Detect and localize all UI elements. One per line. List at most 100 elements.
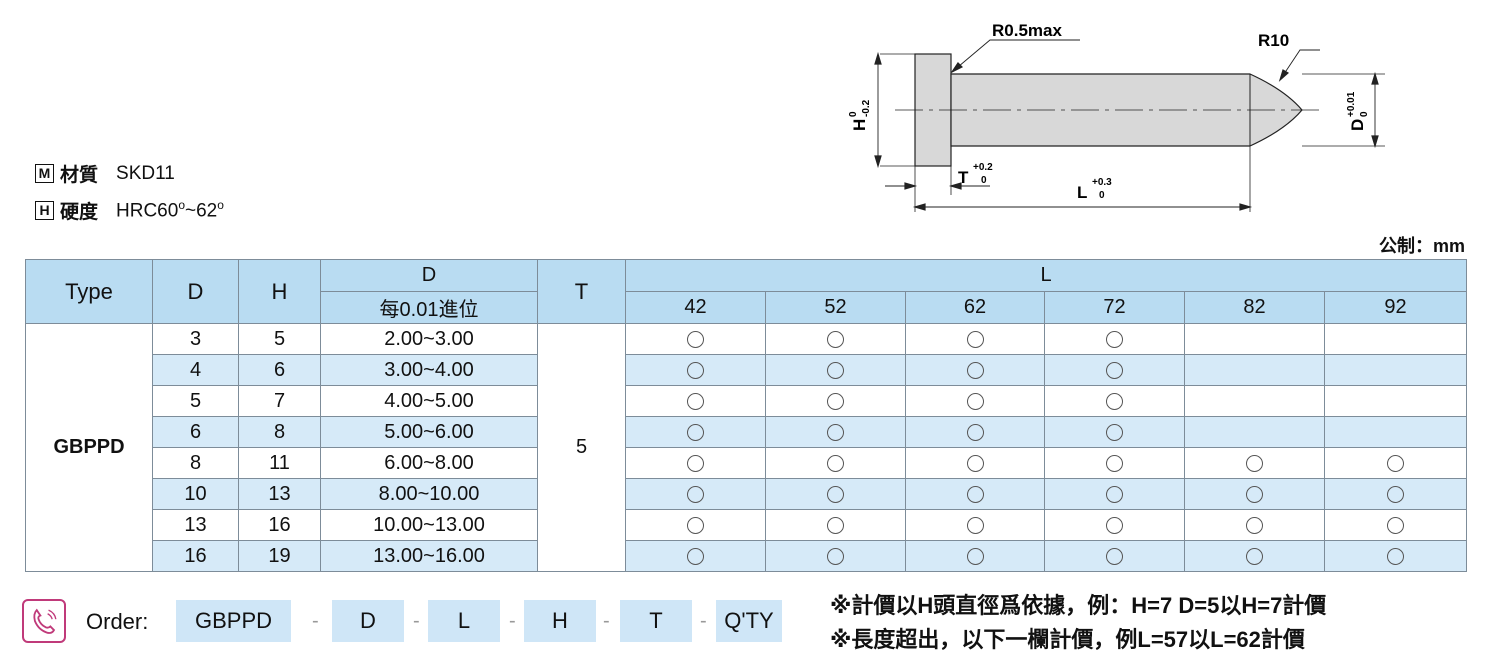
order-separator: - — [312, 610, 319, 632]
hardness-label: 硬度 — [60, 202, 99, 223]
d-range-cell: 2.00~3.00 — [320, 323, 538, 355]
availability-cell — [1184, 323, 1325, 355]
availability-cell — [1184, 416, 1325, 448]
d-range-cell: 5.00~6.00 — [320, 416, 538, 448]
spec-table: Type D H D T L 每0.01進位 42 52 62 72 82 92… — [25, 259, 1468, 572]
d-cell: 3 — [152, 323, 239, 355]
availability-cell — [1323, 385, 1468, 417]
availability-cell — [1184, 354, 1325, 386]
order-separator: - — [509, 610, 516, 632]
availability-cell — [905, 323, 1045, 355]
availability-cell — [625, 323, 766, 355]
header-t: T — [537, 259, 626, 324]
material-badge: M — [35, 164, 54, 183]
availability-cell — [1184, 478, 1325, 510]
availability-cell — [1323, 416, 1468, 448]
available-circle-icon — [1106, 516, 1123, 534]
available-circle-icon — [1106, 392, 1123, 410]
availability-cell — [1044, 323, 1185, 355]
available-circle-icon — [1387, 547, 1405, 565]
availability-cell — [625, 447, 766, 479]
available-circle-icon — [687, 423, 704, 441]
svg-text:H: H — [850, 119, 869, 131]
header-l-value: 52 — [765, 291, 906, 324]
available-circle-icon — [966, 516, 984, 534]
availability-cell — [765, 354, 906, 386]
t-dimension-label: T +0.2 0 — [958, 162, 993, 187]
header-l-value: 62 — [905, 291, 1045, 324]
h-cell: 8 — [238, 416, 321, 448]
d-cell: 10 — [152, 478, 239, 510]
availability-cell — [905, 385, 1045, 417]
availability-cell — [1044, 416, 1185, 448]
availability-cell — [905, 478, 1045, 510]
availability-cell — [1184, 385, 1325, 417]
order-field-type: GBPPD — [176, 600, 291, 642]
header-d-range-sub: 每0.01進位 — [320, 291, 538, 324]
h-cell: 6 — [238, 354, 321, 386]
h-cell: 13 — [238, 478, 321, 510]
availability-cell — [905, 509, 1045, 541]
availability-cell — [1044, 478, 1185, 510]
h-cell: 7 — [238, 385, 321, 417]
availability-cell — [625, 416, 766, 448]
pricing-note: ※計價以H頭直徑爲依據，例：H=7 D=5以H=7計價 — [830, 593, 1327, 618]
availability-cell — [765, 540, 906, 572]
type-cell: GBPPD — [25, 323, 153, 572]
availability-cell — [1044, 385, 1185, 417]
svg-text:0: 0 — [981, 175, 987, 186]
order-label: Order: — [86, 609, 149, 634]
available-circle-icon — [1387, 485, 1405, 503]
available-circle-icon — [966, 330, 984, 348]
order-field-l: L — [428, 600, 500, 642]
svg-text:-0.2: -0.2 — [861, 99, 872, 117]
tip-radius-label: R10 — [1258, 31, 1289, 50]
svg-text:+0.2: +0.2 — [973, 162, 993, 173]
svg-text:T: T — [958, 168, 969, 187]
available-circle-icon — [827, 485, 844, 503]
available-circle-icon — [687, 516, 704, 534]
available-circle-icon — [1106, 547, 1123, 565]
phone-icon — [22, 599, 66, 643]
available-circle-icon — [687, 454, 704, 472]
svg-text:0: 0 — [1099, 190, 1105, 201]
available-circle-icon — [966, 392, 984, 410]
h-cell: 19 — [238, 540, 321, 572]
d-cell: 8 — [152, 447, 239, 479]
d-range-cell: 13.00~16.00 — [320, 540, 538, 572]
availability-cell — [625, 354, 766, 386]
availability-cell — [1044, 509, 1185, 541]
order-field-t: T — [620, 600, 692, 642]
header-l-value: 92 — [1323, 291, 1468, 324]
availability-cell — [1044, 354, 1185, 386]
part-drawing: R0.5max R10 H 0 -0.2 D +0.01 0 T +0.2 0 … — [848, 21, 1385, 212]
t-cell: 5 — [537, 323, 626, 572]
available-circle-icon — [1106, 485, 1123, 503]
hardness-badge: H — [35, 201, 54, 220]
available-circle-icon — [687, 392, 704, 410]
available-circle-icon — [1106, 330, 1123, 348]
availability-cell — [1323, 354, 1468, 386]
order-separator: - — [603, 610, 610, 632]
hardness-value: HRC60o~62o — [116, 198, 224, 222]
header-d-range: D — [320, 259, 538, 292]
svg-text:0: 0 — [1359, 111, 1370, 117]
availability-cell — [1184, 509, 1325, 541]
header-l-value: 42 — [625, 291, 766, 324]
availability-cell — [1323, 478, 1468, 510]
available-circle-icon — [1246, 516, 1263, 534]
available-circle-icon — [827, 516, 844, 534]
availability-cell — [625, 540, 766, 572]
availability-cell — [1044, 447, 1185, 479]
svg-text:L: L — [1077, 183, 1087, 202]
available-circle-icon — [827, 330, 844, 348]
availability-cell — [765, 416, 906, 448]
order-field-h: H — [524, 600, 596, 642]
available-circle-icon — [827, 547, 844, 565]
availability-cell — [765, 478, 906, 510]
